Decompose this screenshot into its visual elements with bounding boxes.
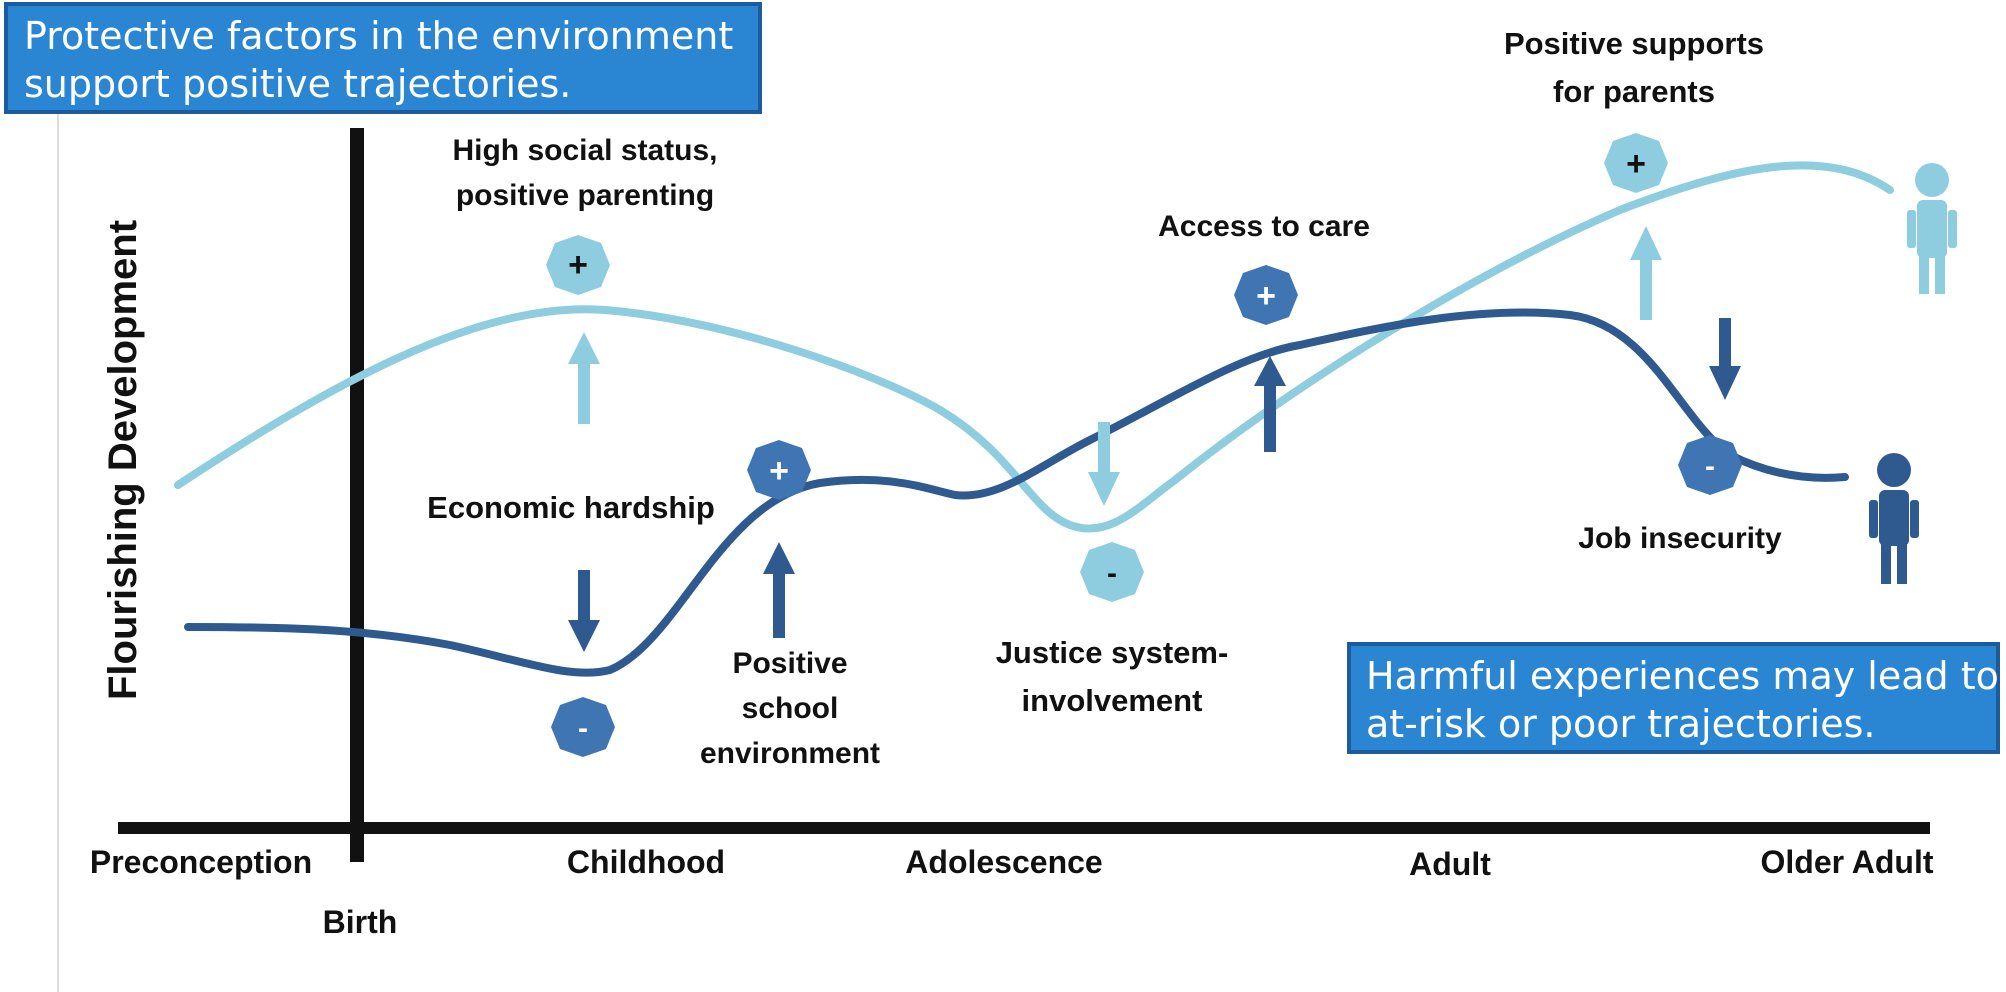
plus-sign: + (1256, 277, 1276, 315)
stage-childhood: Childhood (567, 844, 725, 880)
plus-badge-high-status: + (546, 235, 610, 295)
plus-badge-parents: + (1604, 133, 1668, 193)
label-school-line3: environment (700, 737, 880, 770)
plus-sign: + (1626, 145, 1646, 183)
risk-trajectory-curve (184, 308, 1849, 677)
minus-badge-justice: - (1080, 542, 1144, 602)
minus-badge-job: - (1678, 435, 1742, 495)
label-high-status-line1: High social status, (452, 134, 717, 167)
y-axis-label: Flourishing Development (101, 220, 145, 700)
stage-adult: Adult (1409, 846, 1491, 882)
harmful-callout-line1: Harmful experiences may lead to (1366, 654, 1999, 698)
positive-trajectory-curve (174, 161, 1894, 533)
label-economic-hardship: Economic hardship (427, 490, 715, 525)
up-arrow-parents (1630, 226, 1662, 320)
stage-preconception: Preconception (90, 844, 312, 880)
plus-sign: + (568, 246, 588, 284)
minus-badge-economic: - (551, 697, 615, 757)
up-arrow-school (763, 542, 795, 638)
label-job-insecurity: Job insecurity (1578, 522, 1782, 555)
label-access-to-care: Access to care (1158, 210, 1370, 243)
stage-adolescence: Adolescence (905, 844, 1102, 880)
person-icon-light (1907, 163, 1957, 294)
birth-label: Birth (323, 904, 398, 940)
plus-badge-care: + (1234, 265, 1298, 325)
harmful-callout: Harmful experiences may lead to at-risk … (1347, 642, 2000, 754)
protective-callout: Protective factors in the environment su… (4, 2, 762, 114)
label-parents-line2: for parents (1553, 74, 1715, 109)
label-justice-line2: involvement (1022, 683, 1203, 718)
label-justice-line1: Justice system- (996, 635, 1229, 670)
stage-older-adult: Older Adult (1760, 844, 1933, 880)
down-arrow-justice (1088, 422, 1120, 506)
harmful-callout-line2: at-risk or poor trajectories. (1366, 702, 1875, 746)
protective-callout-line1: Protective factors in the environment (24, 14, 733, 58)
label-school-line2: school (742, 692, 839, 725)
up-arrow-high-status (568, 332, 600, 424)
minus-sign: - (1705, 450, 1715, 483)
plus-badge-school: + (747, 440, 811, 500)
down-arrow-job (1709, 318, 1741, 400)
down-arrow-economic (568, 570, 600, 652)
minus-sign: - (1107, 557, 1117, 590)
label-school-line1: Positive (732, 647, 847, 680)
label-parents-line1: Positive supports (1504, 26, 1764, 61)
minus-sign: - (578, 712, 588, 745)
up-arrow-care (1254, 356, 1286, 452)
label-high-status-line2: positive parenting (456, 179, 714, 212)
protective-callout-line2: support positive trajectories. (24, 62, 571, 106)
person-icon-dark (1869, 453, 1919, 584)
plus-sign: + (769, 452, 789, 490)
